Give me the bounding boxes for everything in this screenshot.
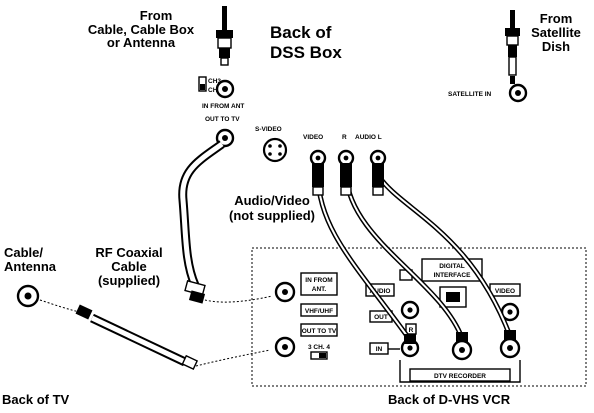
from-cable-label-line1: From [140,8,173,23]
s-video-jack-icon [262,137,288,163]
av-cable-video [312,163,413,342]
tv-antenna-jack-icon [16,284,40,308]
vcr-in-from-ant-box [300,272,338,296]
from-satellite-label-line2: Satellite [531,25,581,40]
switch-ch3-label: CH3 [208,78,221,85]
cable-antenna-label-line1: Cable/ [4,245,43,260]
dss-audio-r-label: R [342,134,347,141]
rf-coaxial-label-line1: RF Coaxial [95,245,162,260]
vcr-video-in-jack-icon [499,337,521,359]
rf-cable-dotted-link [204,295,273,303]
vcr-dtv-recorder-box [409,368,511,382]
vcr-video-label: VIDEO [495,288,515,295]
vcr-ant-in-jack-icon [274,281,296,303]
vcr-r-label: R [409,327,414,334]
rf-coaxial-label-line2: Cable [111,259,146,274]
vcr-out-to-tv-jack-icon [274,336,296,358]
from-satellite-label-line1: From [540,11,573,26]
tv-cable-dotted-link [195,349,271,367]
vcr-ch-switch-icon [310,351,328,360]
dss-out-to-tv-jack-icon [215,128,235,148]
vcr-in-from-ant-label-line2: ANT. [312,286,327,293]
vcr-digital-interface-box [421,258,483,282]
vcr-digital-label-line1: DIGITAL [439,263,465,270]
satellite-in-jack-icon [508,83,528,103]
satellite-in-label: SATELLITE IN [448,91,492,98]
vcr-out-to-tv-box [300,323,338,337]
dss-out-to-tv-label: OUT TO TV [205,116,240,123]
s-video-label: S-VIDEO [255,126,282,133]
vcr-digital-port-icon [439,286,467,308]
vcr-vhf-uhf-label: VHF/UHF [305,308,333,315]
vcr-audio-in-l-jack-icon [451,339,473,361]
back-of-vcr-caption: Back of D-VHS VCR [388,392,511,407]
tv-antenna-dotted-link [39,299,81,313]
vcr-audio-out-r-jack-icon [400,300,420,320]
rf-coaxial-cable [178,140,225,304]
switch-ch4-label: CH4 [208,87,221,94]
from-cable-label-line3: or Antenna [107,35,176,50]
av-cable-label-line1: Audio/Video [234,193,310,208]
incoming-cable-plug-icon [216,6,233,66]
cable-to-tv [75,304,199,370]
from-satellite-label-line3: Dish [542,39,570,54]
dss-box-title-line1: Back of [270,23,332,42]
vcr-audio-label: AUDIO [370,288,391,295]
dss-ant-in-jack-icon [215,79,235,99]
vcr-panel-outline [251,247,587,387]
vcr-dtv-recorder-label: DTV RECORDER [434,373,486,380]
vcr-in-from-ant-label-line1: IN FROM [305,277,332,284]
dss-audio-l-label: AUDIO L [355,134,382,141]
from-cable-label-line2: Cable, Cable Box [88,22,195,37]
dss-box-title-line2: DSS Box [270,43,342,62]
dss-audio-l-jack-icon [369,149,387,167]
rf-coaxial-label-line3: (supplied) [98,273,160,288]
vcr-out-label: OUT [374,314,388,321]
av-cable-audio-r [340,163,465,339]
vcr-vhf-uhf-box [300,303,338,317]
vcr-ch-label: 3 CH. 4 [308,344,330,351]
av-cable-audio-l [372,163,513,337]
dtv-recorder-bracket [399,360,521,383]
vcr-out-to-tv-label: OUT TO TV [302,328,337,335]
vcr-digital-label-line2: INTERFACE [434,272,472,279]
ch3-ch4-switch-icon [198,76,207,92]
back-of-tv-caption: Back of TV [2,392,70,407]
dss-video-jack-icon [309,149,327,167]
av-plug-ends-icon [404,330,516,344]
dss-video-label: VIDEO [303,134,323,141]
vcr-in-label: IN [376,346,383,353]
satellite-cable-plug-icon [505,10,520,84]
av-cable-label-line2: (not supplied) [229,208,315,223]
dss-audio-r-jack-icon [337,149,355,167]
cable-antenna-label-line2: Antenna [4,259,57,274]
dss-in-from-ant-label: IN FROM ANT [202,103,244,110]
